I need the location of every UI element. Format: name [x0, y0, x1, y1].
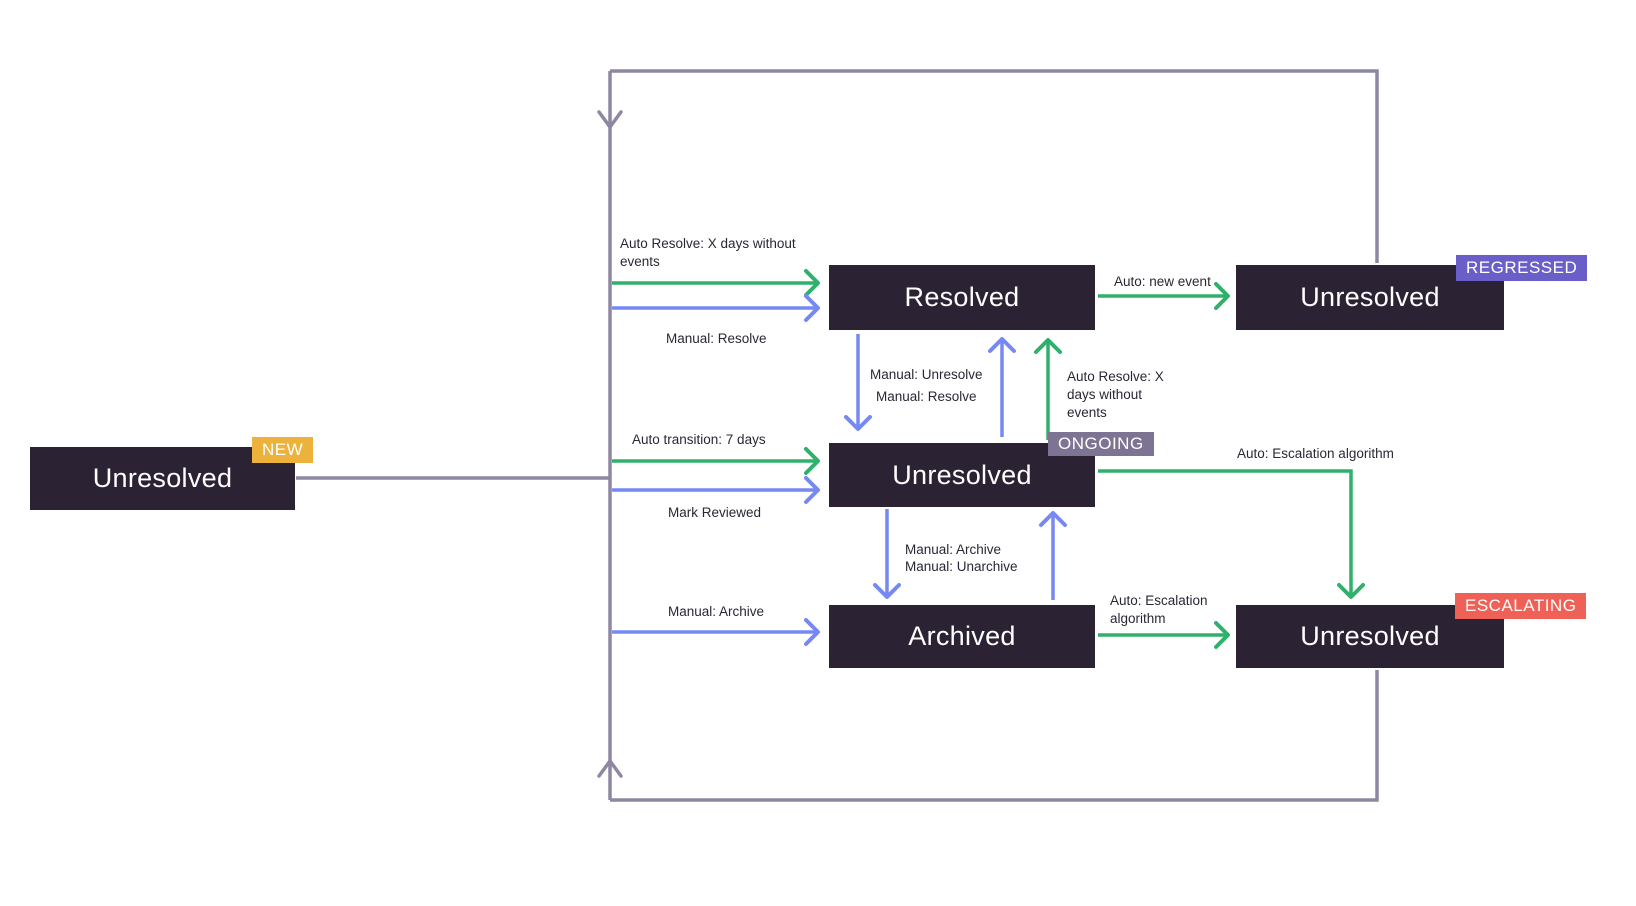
label-auto-resolve-from-ongoing: Auto Resolve: X days without events — [1067, 369, 1164, 420]
manual-transition-arrows — [612, 294, 1067, 646]
auto-transition-arrows — [612, 269, 1365, 649]
label-auto-escalation-from-archived: Auto: Escalation algorithm — [1110, 593, 1208, 626]
state-label: Archived — [908, 621, 1016, 651]
badge-escalating: ESCALATING — [1455, 593, 1587, 619]
label-manual-unarchive: Manual: Unarchive — [905, 559, 1018, 574]
label-manual-archive: Manual: Archive — [905, 542, 1002, 557]
label-auto-new-event: Auto: new event — [1114, 274, 1211, 289]
arrow-auto-escalation-from-ongoing — [1098, 469, 1365, 599]
label-manual-unresolve: Manual: Unresolve — [870, 367, 983, 382]
loop-arrowhead-down — [597, 110, 623, 129]
state-label: Unresolved — [92, 463, 233, 493]
label-manual-archive-to-archived: Manual: Archive — [668, 604, 765, 619]
label-auto-resolve-to-resolved: Auto Resolve: X days without events — [620, 236, 796, 269]
loop-arrowhead-up — [597, 759, 623, 778]
label-manual-resolve: Manual: Resolve — [876, 389, 977, 404]
state-label: Unresolved — [892, 459, 1032, 490]
state-label: Unresolved — [1300, 621, 1440, 651]
label-auto-transition-7-days: Auto transition: 7 days — [632, 432, 766, 447]
state-new-unresolved: Unresolved — [30, 447, 295, 510]
badge-ongoing: ONGOING — [1048, 432, 1154, 456]
label-manual-resolve-to-resolved: Manual: Resolve — [666, 331, 767, 346]
label-mark-reviewed: Mark Reviewed — [668, 505, 762, 520]
label-auto-escalation-from-ongoing: Auto: Escalation algorithm — [1237, 446, 1394, 461]
state-resolved: Resolved — [829, 265, 1095, 330]
badge-regressed: REGRESSED — [1456, 255, 1588, 281]
state-label: Unresolved — [1300, 282, 1440, 312]
state-label: Resolved — [904, 282, 1020, 312]
loop-line — [296, 69, 1379, 802]
badge-new: NEW — [252, 437, 314, 463]
state-archived: Archived — [829, 605, 1095, 668]
